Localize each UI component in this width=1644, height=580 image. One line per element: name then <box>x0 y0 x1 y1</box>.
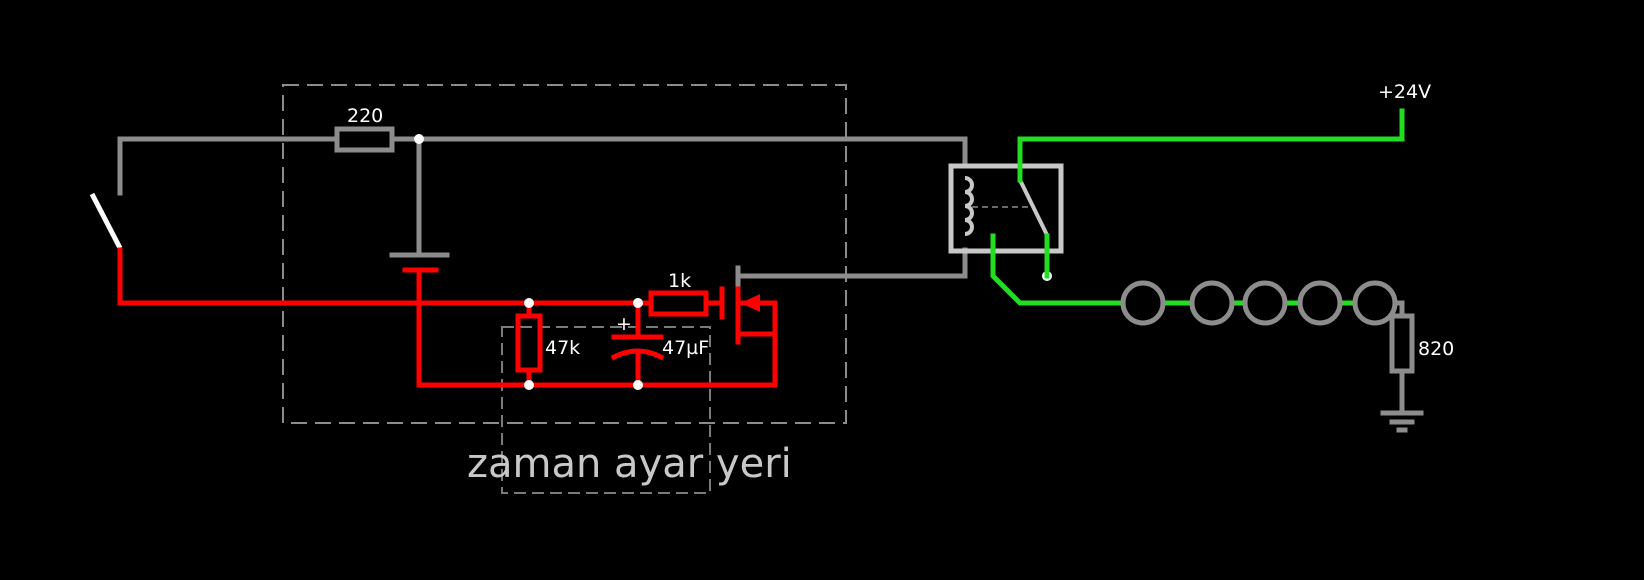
supply-24v-label: +24V <box>1378 81 1431 103</box>
junction-dot <box>633 380 643 390</box>
wire-switch-to-220 <box>117 136 340 196</box>
wire-relay-to-lamps <box>990 233 1126 306</box>
relay-body <box>948 163 1064 254</box>
wire-red-loop <box>416 267 778 388</box>
capacitor-polarity-mark: + <box>616 313 632 335</box>
lamp-icon <box>1189 280 1235 326</box>
lamp-icon <box>1242 280 1288 326</box>
junction-dot <box>524 298 534 308</box>
relay <box>948 163 1064 254</box>
lamp-string <box>1120 280 1398 326</box>
lamp-icon <box>1297 280 1343 326</box>
lamp-icon <box>1120 280 1166 326</box>
mosfet-arrow <box>741 294 760 312</box>
wire-24v-feed <box>1017 108 1405 183</box>
relay-coil-icon <box>964 176 974 236</box>
relay-contact-blade <box>1018 179 1049 236</box>
red-timing-circuit <box>117 247 778 388</box>
resistor-220-label: 220 <box>347 105 383 127</box>
junction-dot <box>524 380 534 390</box>
junction-dot <box>414 134 424 144</box>
capacitor-47uf-label: 47µF <box>662 337 709 359</box>
wire-relay-to-mosfet <box>737 247 968 279</box>
wire-red-main <box>117 247 653 306</box>
wire-top-rail <box>389 136 968 169</box>
resistor-220 <box>334 126 395 153</box>
timing-region-caption: zaman ayar yeri <box>467 441 792 487</box>
junction-dot <box>633 298 643 308</box>
switch-blade <box>89 192 123 250</box>
resistor-820-label: 820 <box>1418 338 1454 360</box>
timer-module-outline <box>282 84 847 424</box>
green-load-circuit <box>990 108 1405 306</box>
resistor-47k-label: 47k <box>545 337 580 359</box>
wire-to-820 <box>1392 300 1405 319</box>
lamp-resistor-ground <box>1380 300 1424 433</box>
timing-adjust-outline <box>501 326 711 494</box>
gray-wiring <box>117 136 968 287</box>
resistor-1k-label: 1k <box>668 270 691 292</box>
